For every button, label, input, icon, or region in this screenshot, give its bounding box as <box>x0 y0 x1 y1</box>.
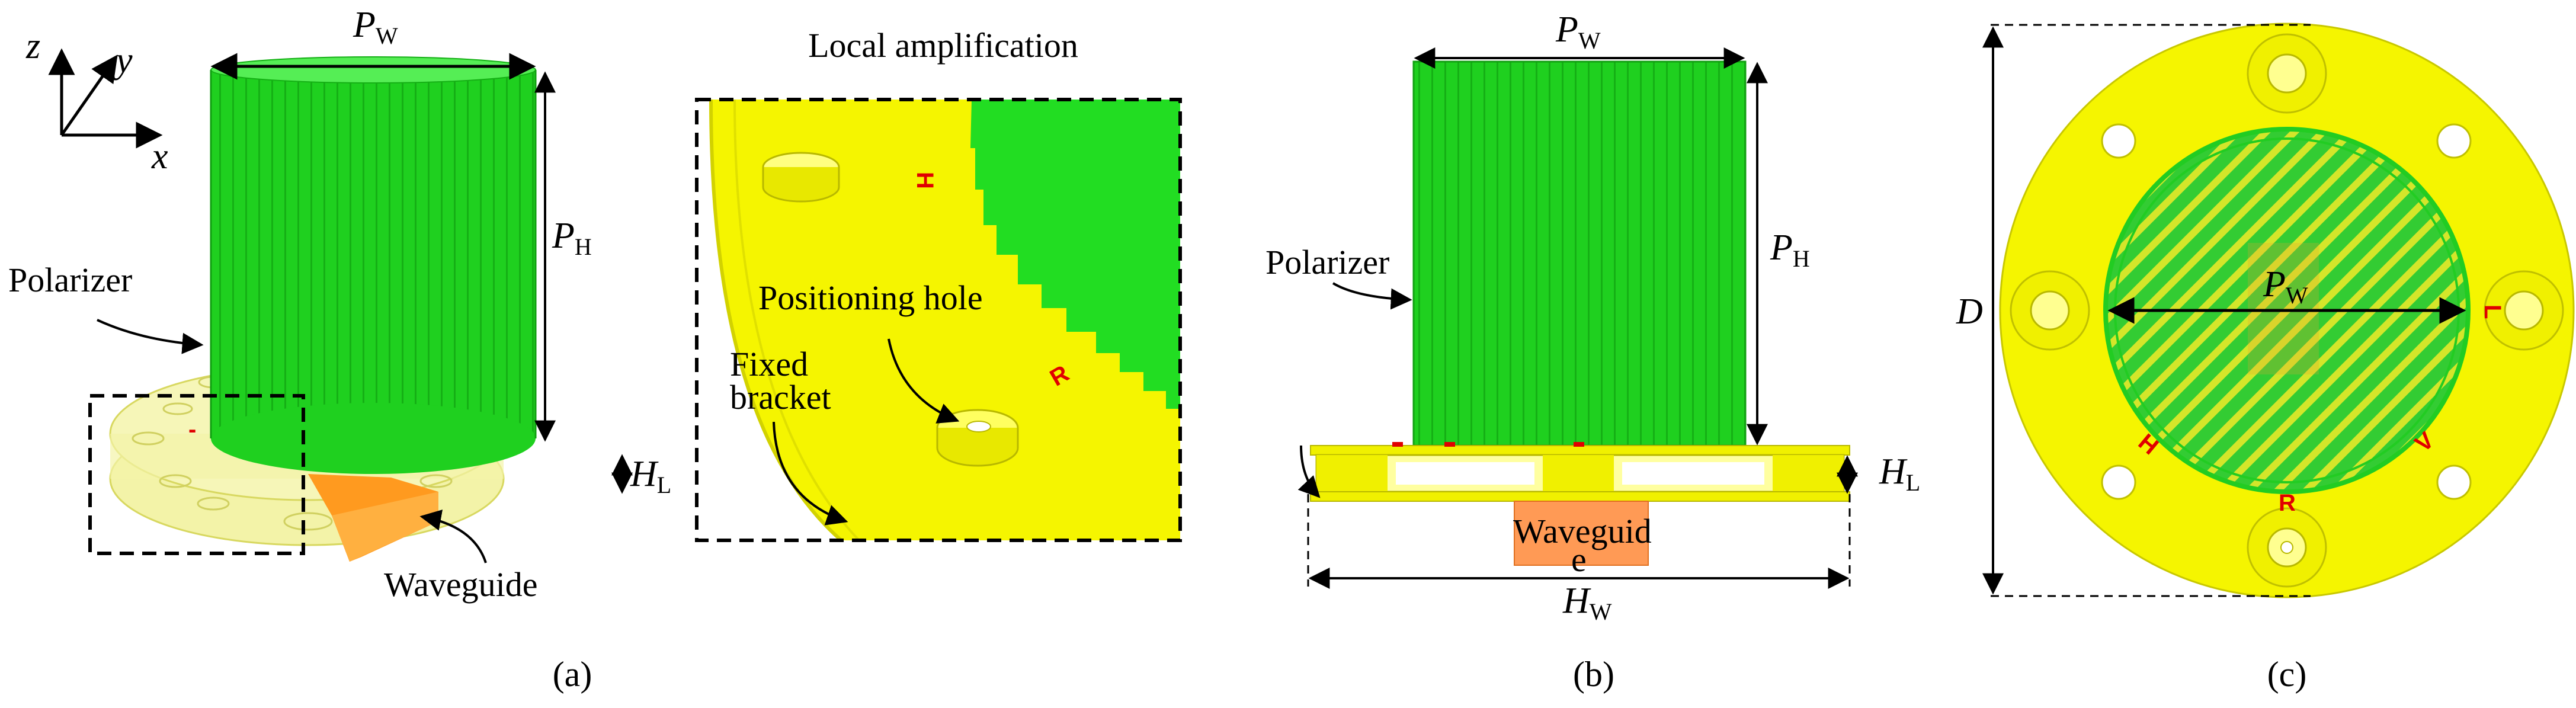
inset-title: Local amplification <box>808 26 1078 65</box>
waveguide-side <box>1514 501 1649 566</box>
pw-label-b: PW <box>1555 9 1601 54</box>
axis-x-label: x <box>151 136 168 177</box>
mark-r-c: R <box>2279 490 2296 516</box>
polarizer-label-b: Polarizer <box>1265 243 1389 281</box>
mark-l-a: - <box>188 417 196 443</box>
zoom-box <box>88 394 305 555</box>
bracket-label: bracket <box>730 378 831 417</box>
hl-label-a: HL <box>630 454 671 498</box>
axis-y-label: y <box>113 40 133 81</box>
pw-label-c: PW <box>2263 264 2308 309</box>
panel-b: Waveguid e PW PH HL HW Polarizer (b) <box>1265 9 1920 694</box>
fixed-label: Fixed <box>730 345 808 383</box>
waveguide-3d <box>308 474 438 562</box>
waveguide-label-a: Waveguide <box>384 565 537 604</box>
hl-label-b: HL <box>1879 451 1920 496</box>
polarizer-cylinder <box>210 56 537 474</box>
through-holes <box>2101 123 2472 500</box>
pw-label-a: PW <box>353 5 398 49</box>
ph-label-a: PH <box>552 216 592 260</box>
d-label: D <box>1956 291 1983 332</box>
caption-b: (b) <box>1573 655 1614 694</box>
axes-icon: z y x <box>25 26 168 177</box>
panel-c: D PW L H V R (c) <box>1956 23 2575 694</box>
axis-z-label: z <box>25 26 40 66</box>
panel-a: z y x <box>8 5 671 694</box>
polarizer-label-a: Polarizer <box>8 261 132 299</box>
ph-label-b: PH <box>1770 228 1810 272</box>
mark-l-c: L <box>2479 305 2505 319</box>
caption-a: (a) <box>553 655 592 694</box>
waveguide-label-b1: Waveguid <box>1513 512 1652 550</box>
raised-holes <box>2010 33 2564 588</box>
waveguide-label-b2: e <box>1571 540 1587 579</box>
polarizer-side <box>1412 60 1747 447</box>
positioning-hole-label: Positioning hole <box>758 278 983 317</box>
hw-label-b: HW <box>1562 581 1612 625</box>
inset-local-amplification: Local amplification H R Positioning hole… <box>695 26 1182 542</box>
inset-mark-h: H <box>912 172 938 189</box>
caption-c: (c) <box>2267 655 2307 694</box>
